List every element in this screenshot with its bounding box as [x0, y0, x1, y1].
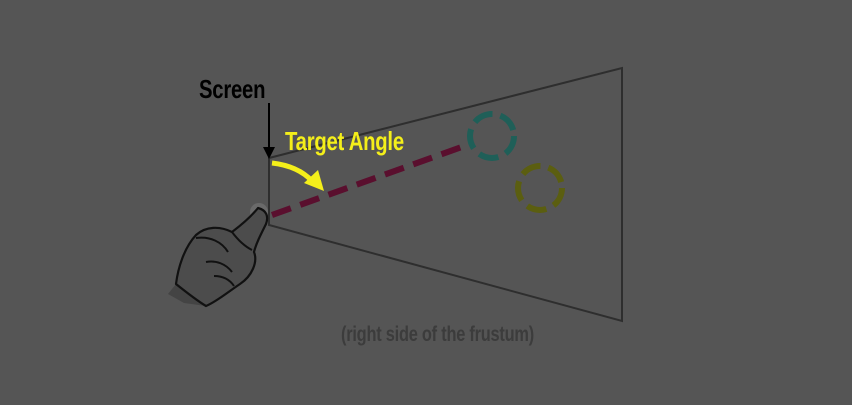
- target-angle-label: Target Angle: [285, 126, 404, 156]
- pointing-ray: [270, 141, 472, 218]
- frustum-outline: [268, 66, 623, 323]
- target-active: [467, 111, 517, 161]
- target-angle-arrow: [271, 160, 314, 183]
- screen-label: Screen: [199, 74, 266, 104]
- target-angle-arrow-head: [304, 170, 324, 191]
- target-inactive: [515, 163, 565, 213]
- pointing-hand-icon: [168, 206, 269, 308]
- screen-arrow-head: [263, 147, 275, 159]
- frustum-caption: (right side of the frustum): [341, 323, 534, 346]
